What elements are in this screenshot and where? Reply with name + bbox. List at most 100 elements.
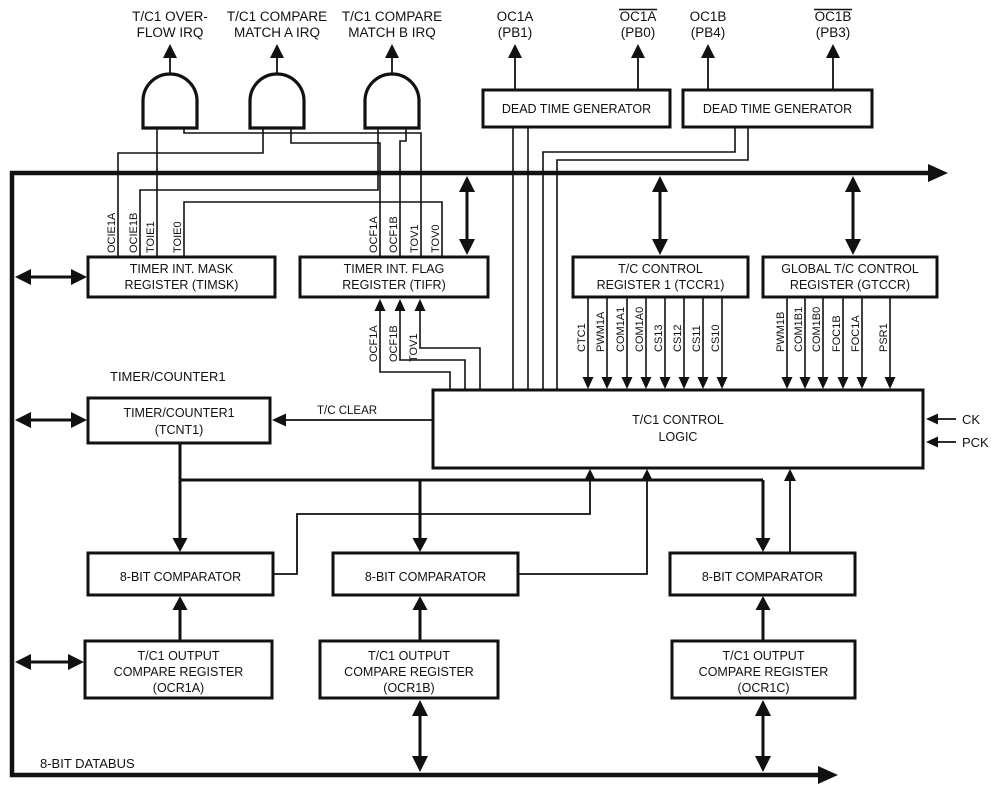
control-logic-label-line2: LOGIC [659,430,698,444]
oc1b-pin-name: OC1B [690,9,727,24]
gtccr-register-box [761,255,939,299]
arrowhead-tccr1-up [652,176,668,192]
tcnt1-box [86,396,272,445]
ocr1b-label-line1: T/C1 OUTPUT [368,649,450,663]
control-logic-label-line1: T/C1 CONTROL [632,413,724,427]
irq1-label-line1: T/C1 OVER- [132,9,208,24]
comparator-2-label: 8-BIT COMPARATOR [365,570,486,584]
dead-time-generator-1-label: DEAD TIME GENERATOR [502,102,651,116]
oc1a-pin-port: (PB1) [498,25,533,40]
tifr-bit-labels-top: OCF1A OCF1B TOV1 TOV0 [368,216,442,253]
oc1b-pin-port: (PB4) [691,25,726,40]
bit-ocie1a: OCIE1A [106,212,118,253]
comparator-1-label: 8-BIT COMPARATOR [120,570,241,584]
tcnt1-label-line2: (TCNT1) [155,423,204,437]
arrowhead-ck [926,413,938,425]
arrowhead-top-bus [928,164,948,182]
interrupt-wiring [117,128,443,257]
arrowhead-set-tov1 [414,299,426,311]
arrowhead-tcnt-comp1 [172,538,188,552]
arrowheads [15,44,948,784]
arrowhead-cs12 [678,377,690,389]
arrowhead-tcnt-comp2 [412,538,428,552]
bit-cs13: CS13 [653,324,665,352]
arrowhead-ocr1a-comp1 [172,596,188,610]
arrowhead-pwm1b [781,377,793,389]
arrowhead-tccr1-down [652,239,668,255]
ocr1b-label-line2: COMPARE REGISTER [344,665,474,679]
timer-counter1-section-label: TIMER/COUNTER1 [110,369,226,384]
ocr1b-label-line3: (OCR1B) [383,681,434,695]
comparator-wiring [178,443,791,575]
arrowhead-oc1a [508,44,522,58]
arrowhead-foc1b [837,377,849,389]
ocr1a-box [83,639,274,700]
irq2-label-line1: T/C1 COMPARE [227,9,327,24]
ocr1c-label-line3: (OCR1C) [737,681,789,695]
wire-set-ocf1a [379,305,451,390]
oc1a-bar-pin-port: (PB0) [621,25,656,40]
bit-cs10: CS10 [710,324,722,352]
irq-and-gates [141,72,421,130]
arrowhead-irq2 [270,44,284,58]
dead-time-generator-2-label: DEAD TIME GENERATOR [703,102,852,116]
arrowhead-oc1a-bar [631,44,645,58]
bit-cs11: CS11 [691,325,703,352]
arrowhead-oc1b-bar [826,44,840,58]
wire-set-ocf1b [399,305,466,390]
tc-clear-label: T/C CLEAR [317,405,377,417]
comparator-2-box [331,551,520,597]
and-gate-compare-a-icon [248,72,306,130]
bit-ocf1b-bottom: OCF1B [388,325,400,362]
arrowhead-timsk-right [71,269,87,285]
gtccr-label-line1: GLOBAL T/C CONTROL [781,262,919,276]
arrowhead-tifr-down [459,239,475,255]
wire-set-tov1 [419,305,481,390]
timsk-label-line1: TIMER INT. MASK [130,262,234,276]
ocr1a-label-line2: COMPARE REGISTER [114,665,244,679]
arrowhead-ocr1c-down [755,756,771,772]
arrowhead-comp2-out [641,469,653,481]
irq2-label-line2: MATCH A IRQ [234,25,320,40]
comparator-3-label: 8-BIT COMPARATOR [702,570,823,584]
irq1-label-line2: FLOW IRQ [137,25,204,40]
comparator-1-box [86,551,275,597]
bit-com1a0: COM1A0 [634,307,646,352]
wire-ocf1b-gate3 [399,128,407,257]
bit-psr1: PSR1 [878,323,890,352]
register-bit-wiring [587,297,891,378]
wire-ocie1a-gate2 [117,128,264,257]
register-labels: TIMER INT. MASK REGISTER (TIMSK) TIMER I… [125,262,919,292]
tccr1-bit-labels: CTC1 PWM1A COM1A1 COM1A0 CS13 CS12 CS11 … [576,307,722,352]
tcnt1-label-line1: TIMER/COUNTER1 [123,406,234,420]
arrowhead-cs13 [659,377,671,389]
arrowhead-pwm1a [601,377,613,389]
arrowhead-foc1a [856,377,868,389]
arrowhead-com1b0 [817,377,829,389]
bit-toie1: TOIE1 [145,221,157,253]
bit-pwm1b: PWM1B [775,312,787,352]
bit-toie0: TOIE0 [172,221,184,253]
timsk-register-box [86,255,277,299]
wire-comp1-out [273,480,591,575]
arrowhead-irq1 [163,44,177,58]
arrowhead-ocr1a-right [68,654,84,670]
and-gate-overflow-icon [141,72,199,130]
bit-ocf1a-bottom: OCF1A [368,325,380,362]
oc1a-pin-name: OC1A [497,9,534,24]
comparator-3-box [668,551,857,597]
wire-tov1-gate1 [183,128,422,257]
wire-ocie1b-gate3 [139,128,379,257]
tifr-bit-labels-bottom: OCF1A OCF1B TOV1 [368,325,420,362]
arrowhead-ocr1c-up [755,700,771,716]
bit-ocf1a-top: OCF1A [368,216,380,253]
wire-comp2-out [518,480,648,575]
arrowhead-cs11 [697,377,709,389]
arrowhead-gtccr-down [845,239,861,255]
bit-pwm1a: PWM1A [595,311,607,352]
control-logic-box [431,388,925,470]
tccr1-label-line1: T/C CONTROL [618,262,703,276]
arrowhead-databus [818,766,838,784]
and-gate-compare-b-icon [363,72,421,130]
